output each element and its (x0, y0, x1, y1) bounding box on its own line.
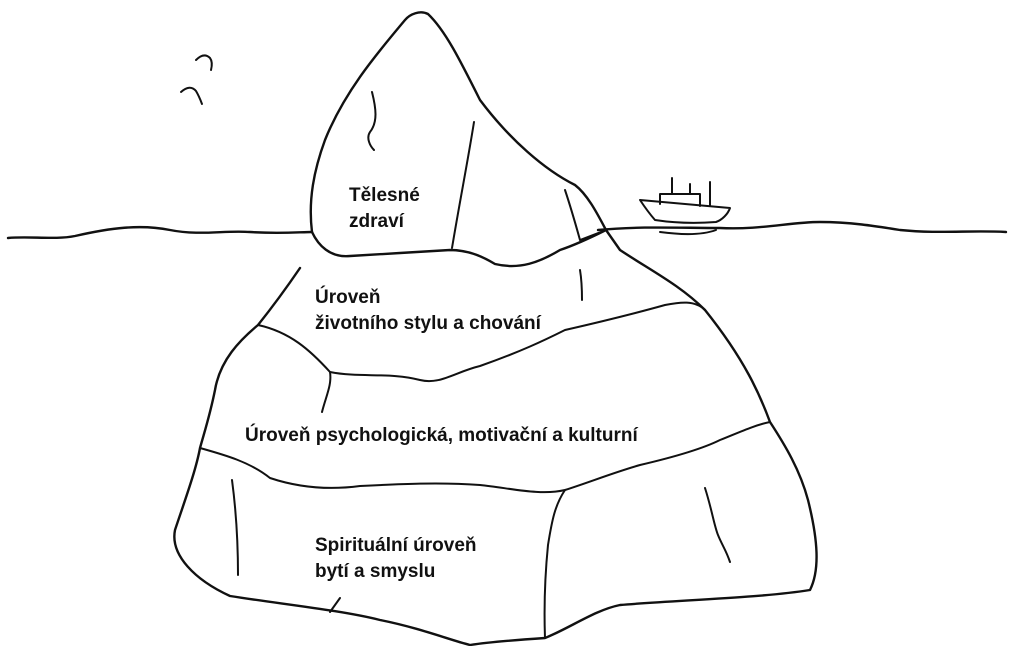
layer-crack (704, 487, 731, 563)
iceberg-waterline (310, 228, 608, 268)
iceberg-body (173, 228, 818, 646)
tip-crack (451, 121, 475, 249)
bird-icon (195, 54, 213, 71)
layer-crack (231, 479, 239, 576)
spiritual-label-line1: Spirituální úroveň (315, 535, 477, 556)
tip-crack (564, 189, 607, 241)
layer-crack (329, 597, 341, 613)
layer-crack (543, 489, 566, 639)
psychological-label: Úroveň psychologická, motivační a kultur… (245, 423, 638, 449)
tip-crack (367, 91, 377, 151)
layer-crack (579, 269, 583, 301)
lifestyle-label: Úroveň životního stylu a chování (315, 285, 541, 337)
layer-divider-2 (199, 421, 771, 494)
tip-label-line1: Tělesné (349, 185, 420, 206)
spiritual-label-line2: bytí a smyslu (315, 561, 436, 582)
lifestyle-label-line1: Úroveň (315, 287, 381, 308)
bird-icon (180, 86, 203, 105)
lifestyle-label-line2: životního stylu a chování (315, 313, 541, 334)
layer-crack (321, 371, 332, 413)
spiritual-label: Spirituální úroveň bytí a smyslu (315, 533, 477, 585)
ship-icon (639, 177, 731, 235)
tip-label-line2: zdraví (349, 211, 404, 232)
tip-label: Tělesné zdraví (349, 183, 420, 235)
water-surface (6, 220, 1008, 240)
psychological-label-text: Úroveň psychologická, motivační a kultur… (245, 425, 638, 446)
iceberg-tip (309, 11, 608, 234)
